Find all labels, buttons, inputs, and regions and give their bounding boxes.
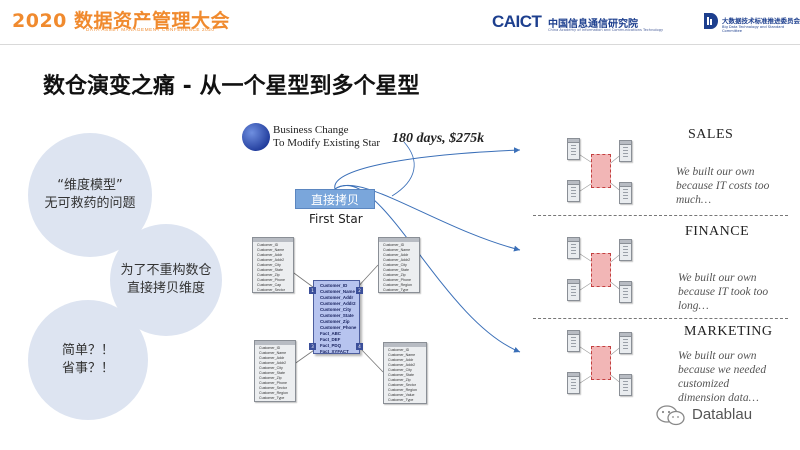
fact-row: Customer_ID: [320, 283, 348, 288]
dimension-row: Customer_Zip: [259, 376, 282, 380]
dimension-row: Customer_Sector: [257, 288, 285, 292]
wechat-icon: [656, 405, 685, 426]
dimension-table: Customer_ID Customer_Name Customer_Addr …: [252, 237, 294, 293]
dimension-row: Customer_City: [259, 366, 283, 370]
dimension-row: Customer_City: [257, 263, 281, 267]
dimension-row: Customer_State: [388, 373, 414, 377]
dimension-row: Customer_Phone: [257, 278, 285, 282]
bdc-logo-icon: [704, 13, 718, 29]
business-change-label: Business Change To Modify Existing Star: [273, 124, 381, 149]
bdc-name-en: Big Data Technology and Standard Committ…: [722, 25, 785, 33]
dimension-row: Customer_Sector: [259, 386, 287, 390]
fact-row: Fact_XYFACT: [320, 349, 349, 354]
dimension-table: Customer_ID Customer_Name Customer_Addr …: [383, 342, 427, 404]
dimension-row: Customer_City: [388, 368, 412, 372]
bdc-name-cn: 大数据技术标准推进委员会: [722, 17, 800, 25]
dimension-row: Customer_City: [383, 263, 407, 267]
dimension-row: Customer_Name: [388, 353, 416, 357]
dimension-row: Customer_State: [383, 268, 409, 272]
dimension-row: Customer_Addr2: [388, 363, 416, 367]
dimension-row: Customer_Addr2: [383, 258, 411, 262]
dimension-row: Customer_ID: [388, 348, 410, 352]
dimension-row: Customer_Zip: [388, 378, 411, 382]
business-change-ball-icon: [242, 123, 270, 151]
dept-sales-label: SALES: [688, 127, 734, 142]
bubble-simple: 简单？！ 省事？！: [28, 300, 148, 420]
bubble-text: “维度模型” 无可救药的问题: [44, 178, 136, 211]
first-star-label: First Star: [309, 212, 363, 226]
fact-row: Customer_Zip: [320, 319, 350, 324]
conference-subtitle: DATA ASSET MANAGEMENT CONFERENCE 2020: [86, 27, 215, 32]
dimension-row: Customer_Zip: [257, 273, 280, 277]
section-divider: [533, 318, 788, 319]
dimension-row: Customer_Region: [259, 391, 288, 395]
caict-name-cn: 中国信息通信研究院: [548, 19, 638, 30]
fact-row: Customer_Addr2: [320, 301, 356, 306]
dimension-row: Customer_Name: [259, 351, 287, 355]
marketing-star-schema: [563, 330, 638, 400]
dept-finance-note: We built our own because IT took too lon…: [678, 272, 769, 312]
copy-dimension-label: 直接拷贝: [295, 189, 375, 209]
dimension-row: Customer_Type: [383, 288, 409, 292]
watermark-brand: Datablau: [692, 406, 753, 423]
cost-label: 180 days, $275k: [392, 131, 485, 146]
dimension-row: Customer_Addr: [259, 356, 285, 360]
dimension-row: Customer_ID: [257, 243, 279, 247]
dimension-row: Customer_Addr: [383, 253, 409, 257]
slide-title: 数仓演变之痛 - 从一个星型到多个星型: [43, 74, 420, 99]
star-marker: 3: [309, 343, 316, 350]
dimension-row: Customer_Name: [257, 248, 285, 252]
bubble-text: 为了不重构数仓 直接拷贝维度: [120, 263, 212, 296]
fact-row: Fact_ABC: [320, 331, 341, 336]
fact-row: Fact_PDQ: [320, 343, 341, 348]
dimension-row: Customer_Type: [388, 398, 414, 402]
fact-row: Customer_Phone: [320, 325, 357, 330]
dimension-row: Customer_Phone: [383, 278, 411, 282]
star-marker: 2: [356, 287, 363, 294]
dimension-row: Customer_Value: [388, 393, 415, 397]
dimension-row: Customer_ID: [383, 243, 405, 247]
dimension-row: Customer_Sector: [388, 383, 416, 387]
dimension-row: Customer_Type: [259, 396, 285, 400]
dimension-row: Customer_Addr2: [259, 361, 287, 365]
caict-logo: CAICT: [492, 12, 542, 31]
dimension-row: Customer_Cap: [257, 283, 282, 287]
star-marker: 4: [356, 343, 363, 350]
dept-marketing-note: We built our own because we needed custo…: [678, 350, 767, 404]
caict-name-en: China Academy of Information and Communi…: [548, 28, 664, 32]
dimension-row: Customer_Name: [383, 248, 411, 252]
fact-row: Customer_City: [320, 307, 352, 312]
dimension-row: Customer_Addr: [388, 358, 414, 362]
fact-row: Customer_Name: [320, 289, 355, 294]
dimension-row: Customer_Addr2: [257, 258, 285, 262]
dimension-table: Customer_ID Customer_Name Customer_Addr …: [378, 237, 420, 293]
conference-title: 2020 数据资产管理大会: [12, 10, 230, 32]
dimension-row: Customer_Region: [388, 388, 417, 392]
fact-row: Customer_Addr: [320, 295, 354, 300]
dimension-row: Customer_Zip: [383, 273, 406, 277]
header-divider: [0, 44, 800, 45]
fact-row: Customer_State: [320, 313, 354, 318]
star-marker: 1: [309, 287, 316, 294]
dept-marketing-label: MARKETING: [684, 324, 773, 339]
dimension-row: Customer_ID: [259, 346, 281, 350]
dept-finance-label: FINANCE: [685, 224, 750, 239]
dept-sales-note: We built our own because IT costs too mu…: [676, 166, 770, 206]
dimension-table: Customer_ID Customer_Name Customer_Addr …: [254, 340, 296, 402]
dimension-row: Customer_Addr: [257, 253, 283, 257]
dimension-row: Customer_State: [259, 371, 285, 375]
fact-row: Fact_DEF: [320, 337, 341, 342]
finance-star-schema: [563, 237, 638, 307]
dimension-row: Customer_State: [257, 268, 283, 272]
bubble-text: 简单？！ 省事？！: [61, 343, 114, 376]
dimension-row: Customer_Phone: [259, 381, 287, 385]
fact-table: Customer_ID Customer_Name Customer_Addr …: [313, 280, 360, 354]
sales-star-schema: [563, 138, 638, 208]
dimension-row: Customer_Region: [383, 283, 412, 287]
section-divider: [533, 215, 788, 216]
